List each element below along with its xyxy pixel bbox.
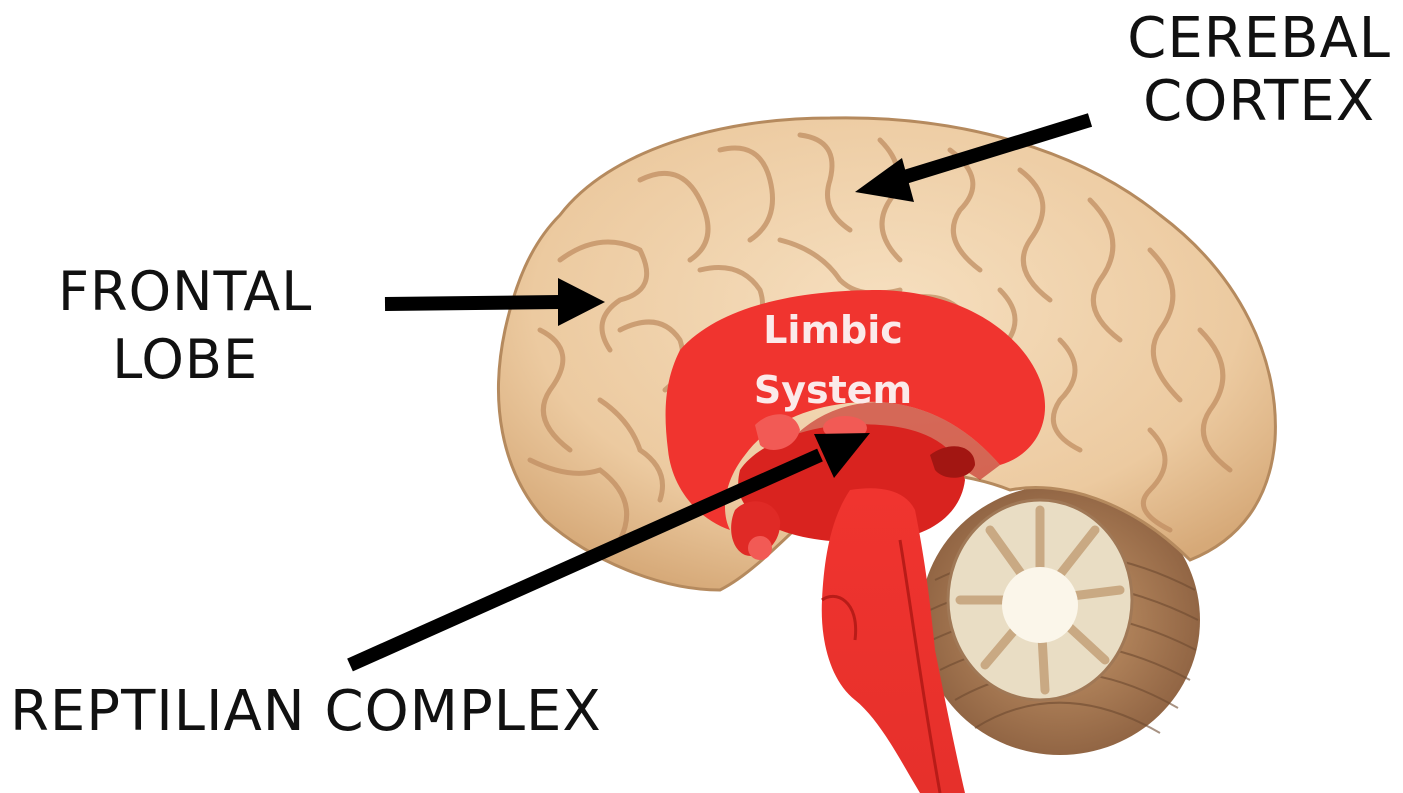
limbic-label-line1: Limbic: [763, 308, 903, 352]
reptilian-complex-label: REPTILIAN COMPLEX: [10, 684, 602, 740]
frontal-lobe-label-line1: FRONTAL: [58, 258, 312, 326]
frontal-lobe-label-line2: LOBE: [58, 326, 312, 394]
frontal-lobe-label: FRONTAL LOBE: [58, 258, 312, 393]
cerebral-cortex-label: CEREBAL CORTEX: [1127, 8, 1391, 133]
limbic-label-line2: System: [754, 368, 912, 412]
cerebral-cortex-label-line1: CEREBAL: [1127, 8, 1391, 71]
arrow-frontal-lobe: [385, 278, 605, 326]
cerebral-cortex-label-line2: CORTEX: [1127, 71, 1391, 134]
